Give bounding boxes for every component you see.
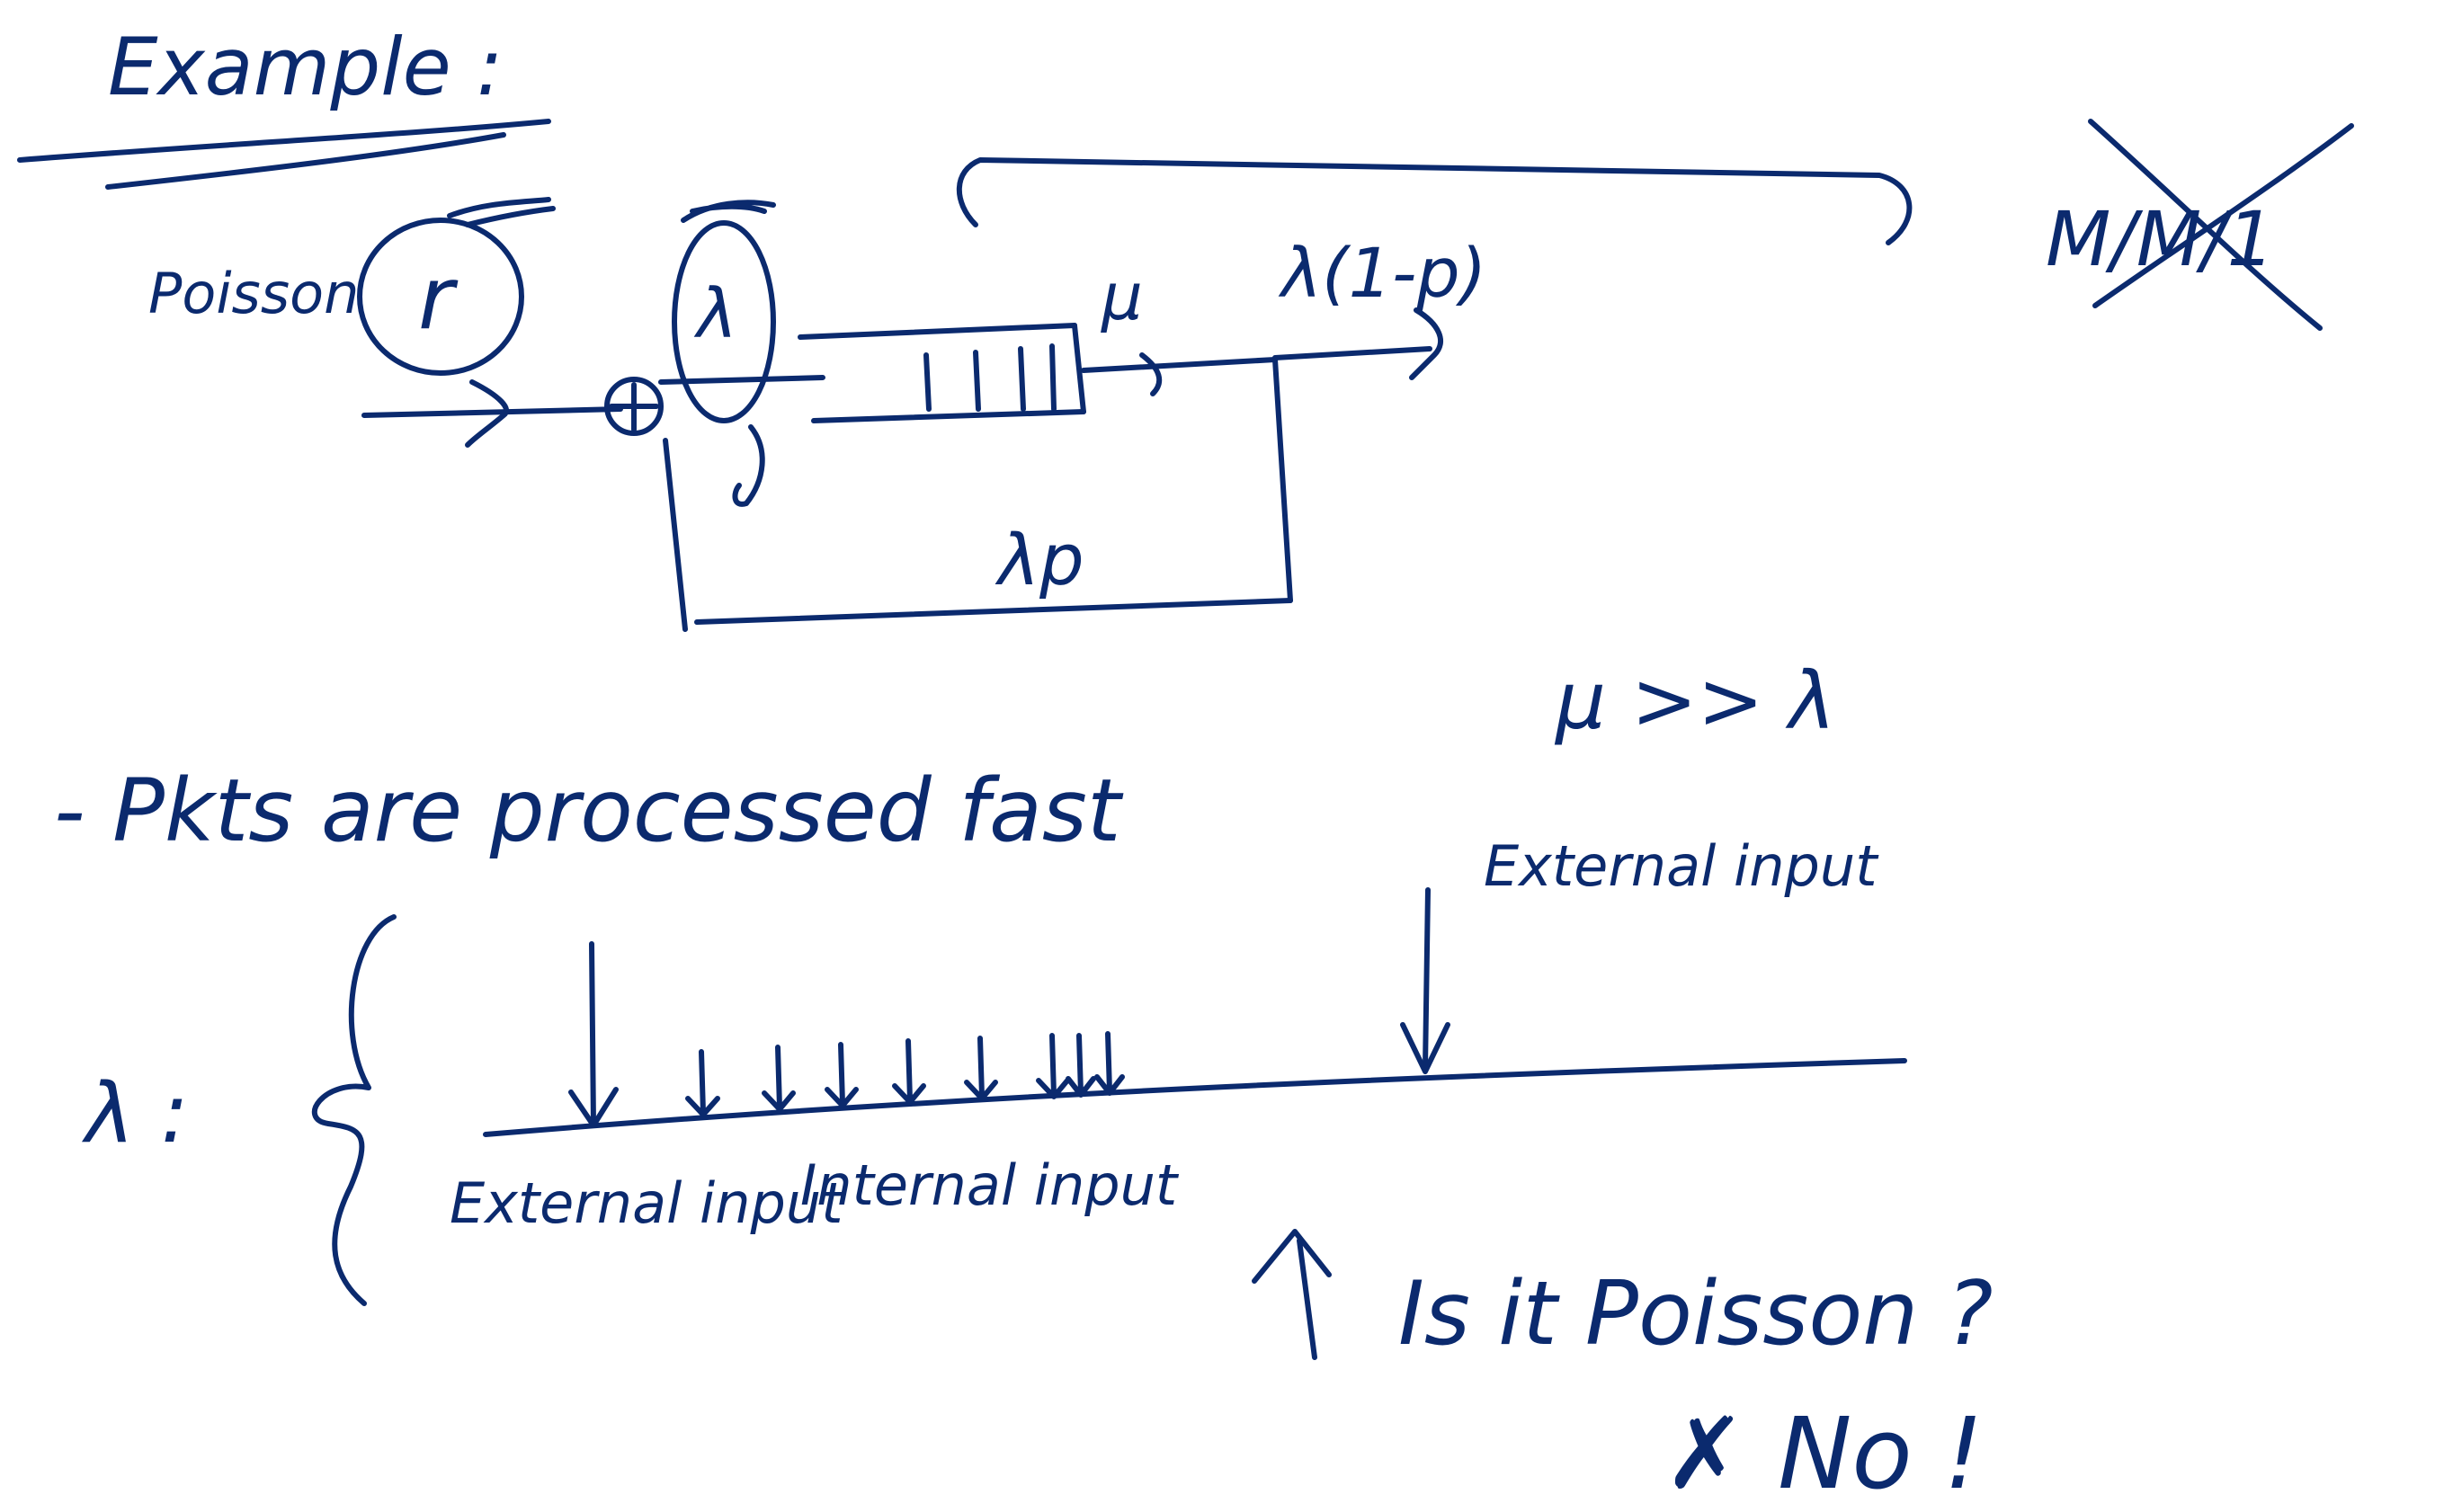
source-rate-scribble: [447, 197, 556, 227]
feedback-loop-bottom: [694, 598, 1293, 625]
internal-arrival-8: [1094, 1031, 1125, 1096]
service-rate-label: μ: [1101, 259, 1143, 334]
internal-arrival-3: [825, 1042, 859, 1108]
title-underline-2: [105, 132, 506, 190]
rate-relation-note: μ >> λ: [1554, 654, 1835, 747]
cross-out-stroke-1: [2088, 119, 2323, 331]
merge-junction-plus: [609, 382, 659, 432]
exit-arrow-line: [1272, 346, 1432, 360]
feedback-rate-label: λp: [995, 520, 1084, 601]
external-arrival-right: [1423, 887, 1431, 1071]
internal-arrival-5: [964, 1036, 998, 1101]
internal-arrival-1: [685, 1049, 720, 1117]
feedback-loop-down: [1272, 357, 1293, 603]
input-arrow-head: [465, 379, 510, 448]
poisson-source-label: Poisson: [148, 261, 359, 326]
title-text: Example :: [108, 21, 503, 113]
service-rate-tick: [1139, 352, 1163, 396]
lambda-brace: [312, 914, 397, 1306]
internal-input-label: Internal input: [800, 1152, 1180, 1218]
queue-buffer-end: [1072, 323, 1086, 414]
merge-rate-tail: [732, 424, 765, 507]
queue-inlet-line: [658, 375, 825, 385]
lambda-label: λ :: [81, 1065, 189, 1161]
feedback-loop-up: [663, 438, 688, 632]
merge-rate-scribble: [681, 200, 776, 223]
queue-buffer-top: [798, 323, 1077, 340]
queue-buffer-bottom: [811, 409, 1086, 423]
external-arrival-left-head: [568, 1087, 619, 1128]
queue-slot-2: [973, 350, 981, 412]
merge-rate-ellipse: [672, 220, 776, 423]
cross-out-stroke-2: [2092, 123, 2354, 308]
external-input-top-label: External input: [1484, 833, 1879, 899]
question-pointer-arrow: [1252, 1229, 1332, 1360]
exit-arrow-head: [1409, 307, 1444, 380]
title-underline: [17, 119, 551, 163]
network-bracket: [956, 157, 1913, 245]
fast-processing-note: - Pkts are processed fast: [54, 760, 1124, 861]
poisson-answer: ✗ No !: [1664, 1396, 1984, 1511]
queue-slot-4: [1049, 343, 1057, 412]
queue-slot-3: [1018, 346, 1026, 412]
external-arrival-right-head: [1400, 1022, 1450, 1074]
poisson-question: Is it Poisson ?: [1398, 1263, 1994, 1365]
merge-junction: [604, 377, 664, 436]
source-rate-circle: [357, 218, 524, 376]
server-output-line: [1081, 357, 1278, 373]
internal-arrival-4: [892, 1038, 926, 1105]
internal-arrival-7: [1066, 1033, 1096, 1098]
timeline-axis: [483, 1058, 1907, 1137]
internal-arrival-2: [762, 1045, 796, 1112]
external-arrival-left: [589, 941, 596, 1128]
exit-rate-label: λ(1-p): [1278, 233, 1486, 313]
input-arrow-line: [361, 406, 623, 418]
internal-arrival-6: [1036, 1033, 1070, 1099]
source-rate-label: r: [418, 248, 459, 349]
external-input-bottom-label: External input: [450, 1170, 845, 1236]
queue-slot-1: [923, 352, 932, 412]
merge-rate-label: λ: [693, 273, 737, 353]
